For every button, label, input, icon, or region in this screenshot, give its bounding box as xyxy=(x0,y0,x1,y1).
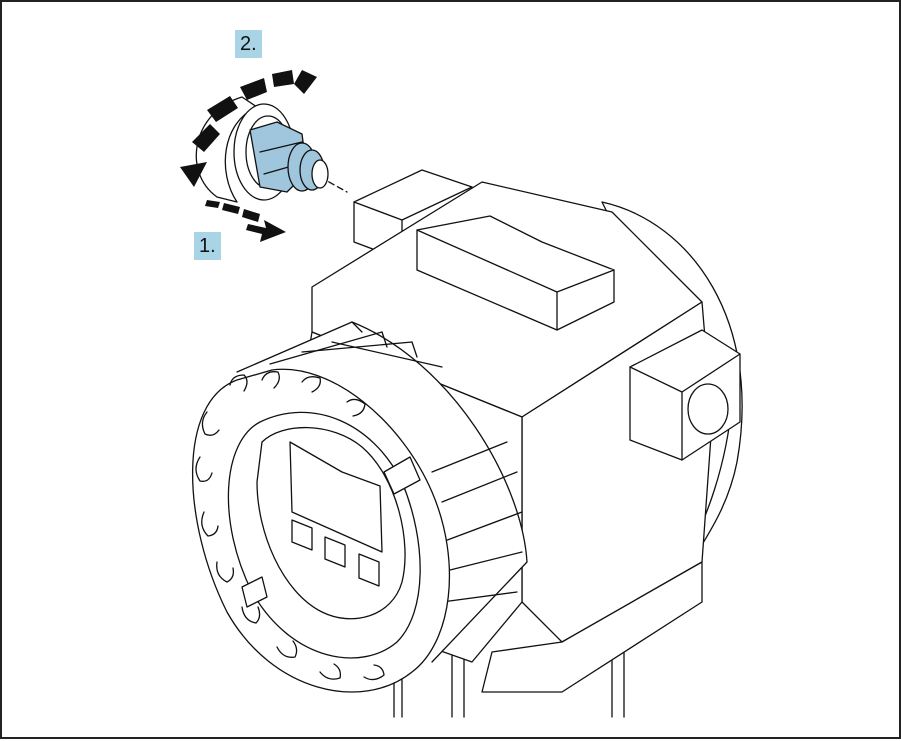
step-1-label: 1. xyxy=(194,232,221,260)
display-cover xyxy=(192,321,528,693)
blind-plug xyxy=(195,96,329,203)
step-2-label: 2. xyxy=(235,30,262,58)
pull-out-arrow-icon xyxy=(205,200,286,242)
rotation-arrow-icon xyxy=(180,70,317,187)
